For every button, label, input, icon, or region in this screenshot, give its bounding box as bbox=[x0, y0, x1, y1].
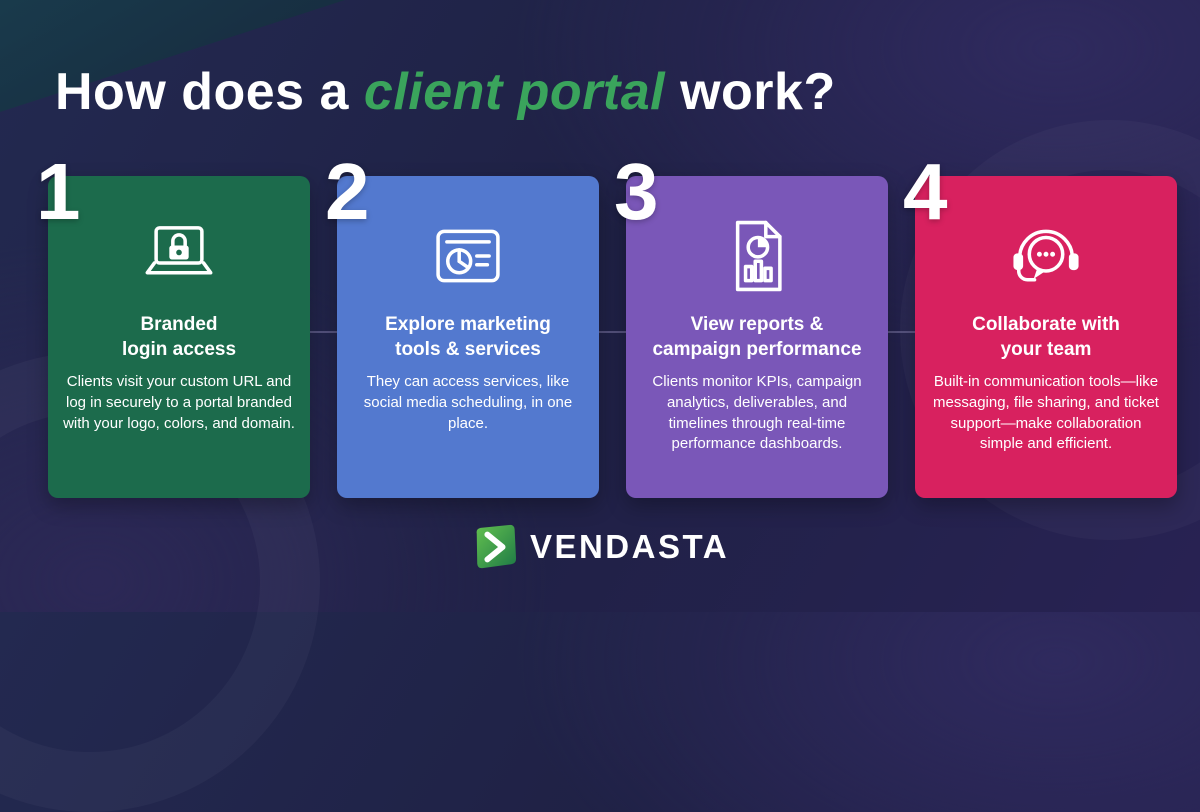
step-description: They can access services, like social me… bbox=[363, 373, 573, 432]
footer-brand: VENDASTA bbox=[0, 524, 1200, 570]
step-number: 1 bbox=[36, 147, 81, 236]
brand-name: VENDASTA bbox=[529, 528, 730, 565]
marketing-card-icon bbox=[337, 212, 599, 300]
step-card-view-reports: 3 View reports & campaign performance Cl… bbox=[614, 152, 888, 498]
headset-chat-icon bbox=[915, 212, 1177, 300]
step-number: 3 bbox=[614, 147, 659, 236]
title-prefix: How does a bbox=[55, 63, 364, 121]
step-number: 2 bbox=[325, 147, 370, 236]
steps-row: 1 Branded login access Clients visit you… bbox=[36, 152, 1177, 498]
step-description: Built-in communication tools—like messag… bbox=[933, 373, 1159, 453]
step-card-marketing-tools: 2 Explore marketing tools & services The… bbox=[325, 152, 599, 498]
step-card-collaborate: 4 Collaborate with your team Built-in co… bbox=[903, 152, 1177, 498]
vendasta-logo-icon bbox=[471, 524, 517, 570]
laptop-lock-icon bbox=[48, 212, 310, 300]
title-suffix: work? bbox=[665, 63, 836, 121]
step-description: Clients monitor KPIs, campaign analytics… bbox=[652, 373, 862, 453]
report-chart-icon bbox=[626, 212, 888, 300]
step-number: 4 bbox=[903, 147, 948, 236]
step-title: Collaborate with your team bbox=[972, 314, 1120, 361]
connector-line bbox=[64, 331, 1166, 333]
step-card-branded-login: 1 Branded login access Clients visit you… bbox=[36, 152, 310, 498]
step-title: View reports & campaign performance bbox=[652, 314, 862, 361]
title-highlight: client portal bbox=[363, 63, 666, 121]
step-title: Explore marketing tools & services bbox=[385, 314, 551, 361]
step-description: Clients visit your custom URL and log in… bbox=[63, 373, 295, 432]
step-title: Branded login access bbox=[121, 314, 237, 361]
page-title: How does a client portal work? bbox=[55, 62, 836, 122]
